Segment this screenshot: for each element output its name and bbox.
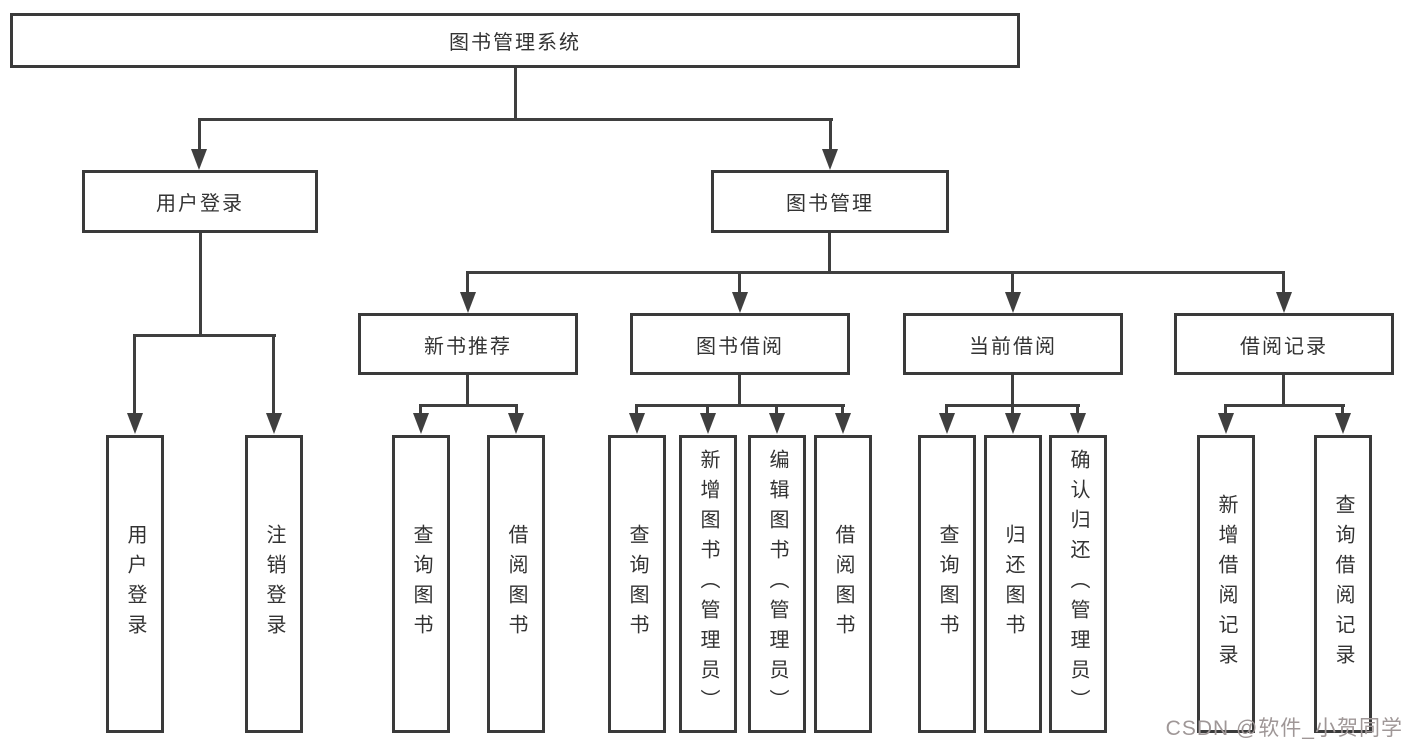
connector-line (466, 271, 469, 294)
connector-line (635, 404, 845, 407)
connector-line (1076, 404, 1079, 416)
leaf-label: 用户登录 (124, 524, 146, 644)
leaf-return-books: 归还图书 (984, 435, 1042, 733)
node-label: 图书借阅 (696, 335, 784, 358)
connector-line (1224, 404, 1345, 407)
connector-line (515, 404, 518, 416)
connector-line (841, 404, 844, 416)
connector-line (419, 404, 422, 416)
connector-line (133, 334, 276, 337)
arrow-down-icon (1005, 413, 1021, 434)
node-label: 图书管理 (786, 193, 874, 215)
node-label: 新书推荐 (424, 335, 512, 358)
leaf-query-books-recommend: 查询图书 (392, 435, 450, 733)
connector-line (199, 233, 202, 336)
arrow-down-icon (191, 149, 207, 170)
node-book-management: 图书管理 (711, 170, 949, 233)
node-label: 用户登录 (156, 193, 244, 215)
connector-line (272, 334, 275, 414)
connector-line (706, 404, 709, 416)
connector-line (1011, 271, 1014, 294)
node-label: 借阅记录 (1240, 335, 1328, 358)
leaf-add-books-admin: 新增图书（管理员） (679, 435, 737, 733)
connector-line (1224, 404, 1227, 416)
arrow-down-icon (508, 413, 524, 434)
leaf-label: 新增图书（管理员） (697, 449, 719, 719)
connector-line (466, 271, 1285, 274)
leaf-label: 确认归还（管理员） (1067, 449, 1089, 719)
leaf-borrow-books-recommend: 借阅图书 (487, 435, 545, 733)
arrow-down-icon (732, 292, 748, 313)
connector-line (775, 404, 778, 416)
arrow-down-icon (127, 413, 143, 434)
connector-line (1011, 375, 1014, 407)
arrow-down-icon (1335, 413, 1351, 434)
leaf-label: 新增借阅记录 (1215, 494, 1237, 674)
leaf-label: 编辑图书（管理员） (766, 449, 788, 719)
arrow-down-icon (822, 149, 838, 170)
arrow-down-icon (1005, 292, 1021, 313)
arrow-down-icon (629, 413, 645, 434)
node-user-login: 用户登录 (82, 170, 318, 233)
arrow-down-icon (1276, 292, 1292, 313)
connector-line (1341, 404, 1344, 416)
connector-line (198, 118, 833, 121)
connector-line (738, 375, 741, 407)
connector-line (738, 271, 741, 294)
node-borrowing-records: 借阅记录 (1174, 313, 1394, 375)
leaf-label: 注销登录 (263, 524, 285, 644)
leaf-query-books-borrowing: 查询图书 (608, 435, 666, 733)
leaf-add-borrowing-record: 新增借阅记录 (1197, 435, 1255, 733)
leaf-edit-books-admin: 编辑图书（管理员） (748, 435, 806, 733)
arrow-down-icon (835, 413, 851, 434)
connector-line (828, 233, 831, 274)
connector-line (1282, 375, 1285, 407)
arrow-down-icon (266, 413, 282, 434)
leaf-label: 查询图书 (410, 524, 432, 644)
node-new-book-recommend: 新书推荐 (358, 313, 578, 375)
leaf-query-borrowing-record: 查询借阅记录 (1314, 435, 1372, 733)
node-book-borrowing: 图书借阅 (630, 313, 850, 375)
connector-line (198, 118, 201, 152)
leaf-borrow-books-borrowing: 借阅图书 (814, 435, 872, 733)
arrow-down-icon (700, 413, 716, 434)
leaf-label: 查询借阅记录 (1332, 494, 1354, 674)
connector-line (466, 375, 469, 407)
node-label: 图书管理系统 (449, 32, 581, 54)
connector-line (419, 404, 518, 407)
node-current-borrowing: 当前借阅 (903, 313, 1123, 375)
arrow-down-icon (460, 292, 476, 313)
connector-line (829, 118, 832, 152)
arrow-down-icon (939, 413, 955, 434)
arrow-down-icon (769, 413, 785, 434)
leaf-query-books-current: 查询图书 (918, 435, 976, 733)
leaf-label: 归还图书 (1002, 524, 1024, 644)
csdn-watermark: CSDN @软件_小贺同学 (1165, 717, 1403, 740)
leaf-user-login: 用户登录 (106, 435, 164, 733)
leaf-confirm-return-admin: 确认归还（管理员） (1049, 435, 1107, 733)
leaf-label: 借阅图书 (832, 524, 854, 644)
node-library-management-system: 图书管理系统 (10, 13, 1020, 68)
connector-line (1282, 271, 1285, 294)
leaf-label: 查询图书 (936, 524, 958, 644)
arrow-down-icon (1218, 413, 1234, 434)
leaf-label: 借阅图书 (505, 524, 527, 644)
arrow-down-icon (1070, 413, 1086, 434)
leaf-label: 查询图书 (626, 524, 648, 644)
connector-line (635, 404, 638, 416)
connector-line (514, 68, 517, 121)
connector-line (133, 334, 136, 414)
connector-line (1011, 404, 1014, 416)
arrow-down-icon (413, 413, 429, 434)
node-label: 当前借阅 (969, 335, 1057, 358)
leaf-logout: 注销登录 (245, 435, 303, 733)
connector-line (945, 404, 948, 416)
